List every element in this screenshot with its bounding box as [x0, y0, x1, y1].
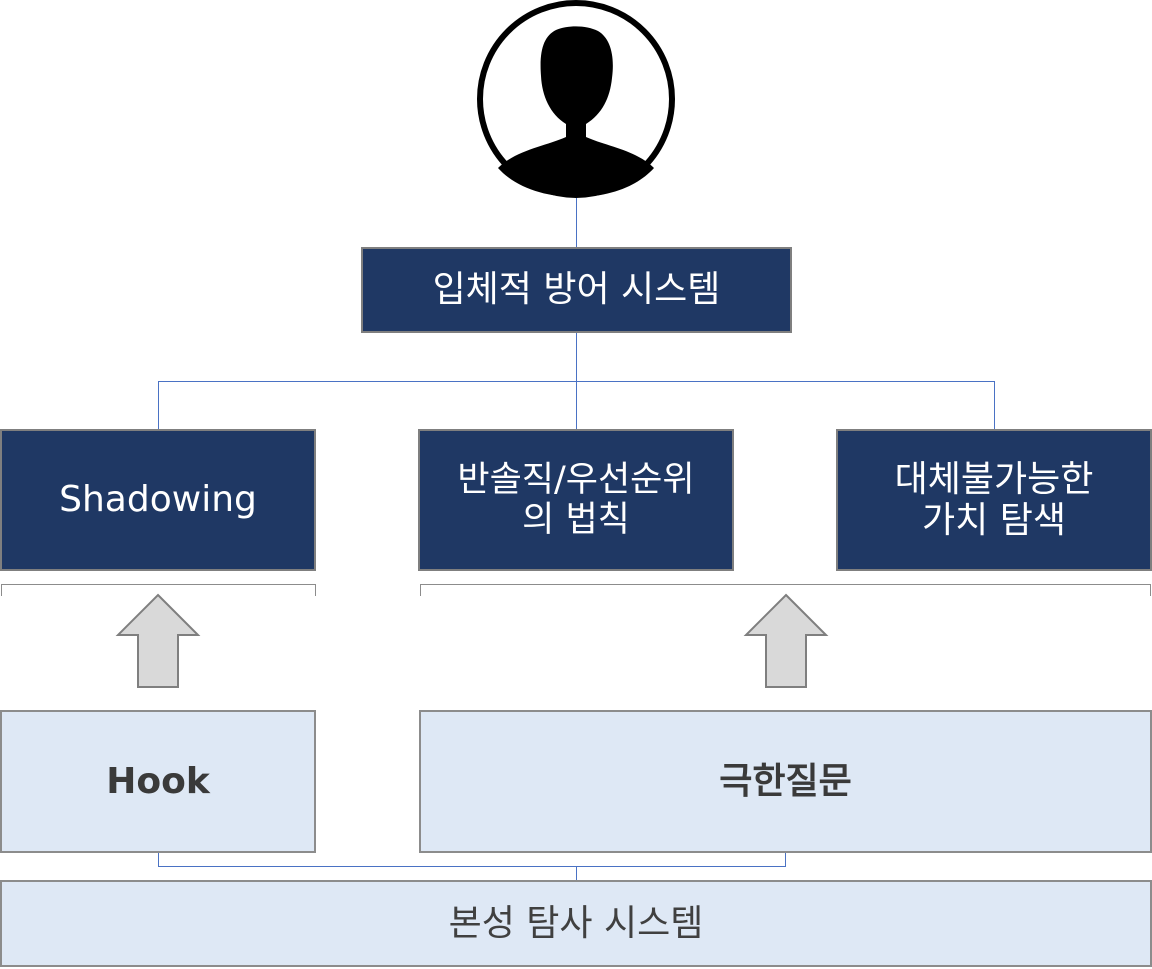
connector-hook-down: [158, 851, 159, 867]
principle-label: 반솔직/우선순위 의 법칙: [457, 459, 695, 540]
connector-base-up: [576, 866, 577, 881]
connector-avatar-to-title: [576, 198, 577, 248]
connector-horizontal-bottom: [158, 866, 786, 867]
principle-box-shadowing: Shadowing: [0, 429, 316, 571]
top-system-title: 입체적 방어 시스템: [432, 269, 721, 311]
top-system-box: 입체적 방어 시스템: [361, 247, 792, 333]
tool-label: 극한질문: [719, 760, 852, 802]
bracket-right: [420, 584, 1151, 596]
principle-box-priority: 반솔직/우선순위 의 법칙: [418, 429, 734, 571]
connector-left-drop: [158, 381, 159, 430]
tool-box-hook: Hook: [0, 710, 316, 853]
tool-label: Hook: [106, 760, 210, 802]
connector-horizontal-top: [158, 381, 995, 382]
principle-box-value: 대체불가능한 가치 탐색: [836, 429, 1152, 571]
base-system-title: 본성 탐사 시스템: [448, 902, 704, 944]
avatar: [477, 0, 675, 198]
connector-right-drop: [994, 381, 995, 430]
base-system-box: 본성 탐사 시스템: [0, 880, 1152, 967]
tool-box-extreme-question: 극한질문: [419, 710, 1152, 853]
connector-question-down: [785, 851, 786, 867]
up-arrow-icon: [115, 593, 201, 688]
bracket-left: [1, 584, 316, 596]
person-silhouette-icon: [477, 0, 675, 198]
principle-label: 대체불가능한 가치 탐색: [894, 458, 1094, 541]
up-arrow-icon: [743, 593, 829, 688]
principle-label: Shadowing: [59, 479, 257, 521]
